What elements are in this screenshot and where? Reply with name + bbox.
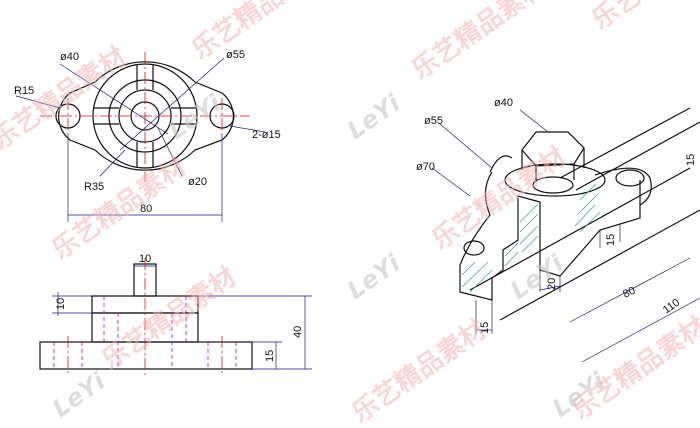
iso-label-80: 80: [621, 285, 637, 301]
watermark-brand-3: LeYi: [342, 249, 406, 305]
top-label-len80: 80: [140, 203, 152, 215]
watermark-cn-2: 乐艺精品素材: [47, 152, 192, 266]
front-hidden-lines: [53, 296, 237, 369]
iso-view: [459, 107, 700, 321]
front-label-h10: 10: [55, 298, 67, 310]
top-centerlines: [40, 52, 250, 182]
iso-bore: [532, 176, 574, 194]
iso-left-hole: [463, 240, 485, 256]
watermark-brand-5: LeYi: [47, 367, 111, 423]
iso-label-20: 20: [546, 278, 558, 290]
watermark-cn-4: 乐艺精品素材: [187, 0, 332, 66]
iso-section-outline: [459, 180, 641, 301]
watermark-brand-2: LeYi: [342, 89, 406, 145]
iso-ring-outer: [504, 163, 606, 197]
front-label-h15: 15: [264, 350, 276, 362]
top-label-d55: ø55: [226, 49, 245, 61]
watermark-cn-3: 乐艺精品素材: [97, 262, 242, 376]
watermark-cn-7: 乐艺精品素材: [587, 0, 700, 36]
iso-hatch: [461, 183, 601, 293]
top-label-d20: ø20: [188, 176, 207, 188]
iso-label-110: 110: [661, 297, 682, 317]
top-label-r35: R35: [84, 181, 104, 193]
iso-dimensions: [431, 109, 700, 363]
front-centerlines: [67, 258, 223, 376]
front-label-h40: 40: [292, 326, 304, 338]
iso-label-d55: ø55: [424, 115, 443, 127]
top-label-r15: R15: [14, 85, 34, 97]
top-label-holes: 2-ø15: [252, 129, 281, 141]
iso-label-15c: 15: [685, 154, 697, 166]
iso-label-d70: ø70: [416, 161, 435, 173]
iso-label-15b: 15: [479, 322, 491, 334]
top-label-d40: ø40: [60, 51, 79, 63]
iso-boss-outline: [459, 171, 493, 266]
front-label-w10: 10: [139, 253, 151, 265]
iso-label-15: 15: [605, 234, 617, 246]
watermark-brand-4: LeYi: [505, 249, 569, 305]
watermark-brand-1: LeYi: [163, 89, 227, 145]
iso-ear-hole: [615, 169, 645, 187]
watermark-cn-9: 乐艺精品素材: [347, 315, 492, 423]
iso-label-d40: ø40: [494, 97, 513, 109]
watermark-cn-5: 乐艺精品素材: [407, 0, 552, 86]
top-dimensions: [15, 57, 266, 222]
front-dimensions: [52, 265, 312, 370]
